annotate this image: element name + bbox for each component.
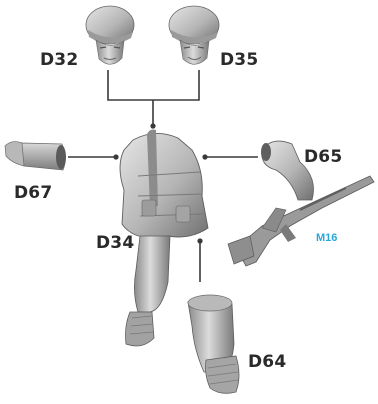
head-d35-part — [168, 5, 220, 65]
label-d32: D32 — [40, 50, 79, 70]
arm-d65-part — [261, 140, 314, 201]
label-d34: D34 — [96, 233, 135, 253]
label-d64: D64 — [248, 352, 287, 372]
label-m16: M16 — [316, 232, 338, 244]
arm-d67-part — [4, 141, 66, 171]
label-d65: D65 — [304, 147, 343, 167]
head-d32-part — [85, 5, 135, 65]
torso-d34-part — [119, 129, 209, 347]
label-d35: D35 — [220, 50, 259, 70]
connector-heads — [107, 70, 200, 101]
legs-d64-part — [187, 294, 240, 394]
rifle-m16-part — [227, 175, 375, 267]
connector-dots — [113, 123, 208, 244]
label-d67: D67 — [14, 183, 53, 203]
connector-lines — [68, 70, 258, 282]
